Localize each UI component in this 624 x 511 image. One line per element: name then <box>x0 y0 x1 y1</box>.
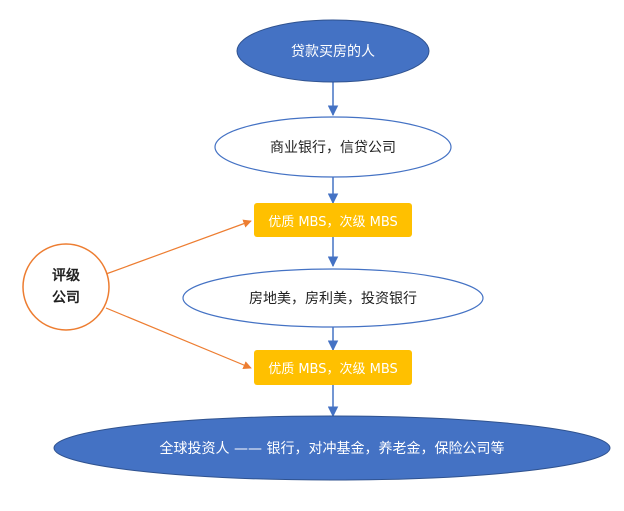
arrow-rating-to-second-mbs <box>105 307 252 369</box>
node-mbs-first <box>254 203 412 237</box>
node-buyers <box>236 19 430 83</box>
node-banks <box>182 268 484 328</box>
node-lenders <box>214 116 452 178</box>
node-rating-agency <box>22 243 110 331</box>
node-mbs-second <box>254 350 412 385</box>
node-investors <box>53 415 611 481</box>
arrow-rating-to-first-mbs <box>105 219 252 275</box>
